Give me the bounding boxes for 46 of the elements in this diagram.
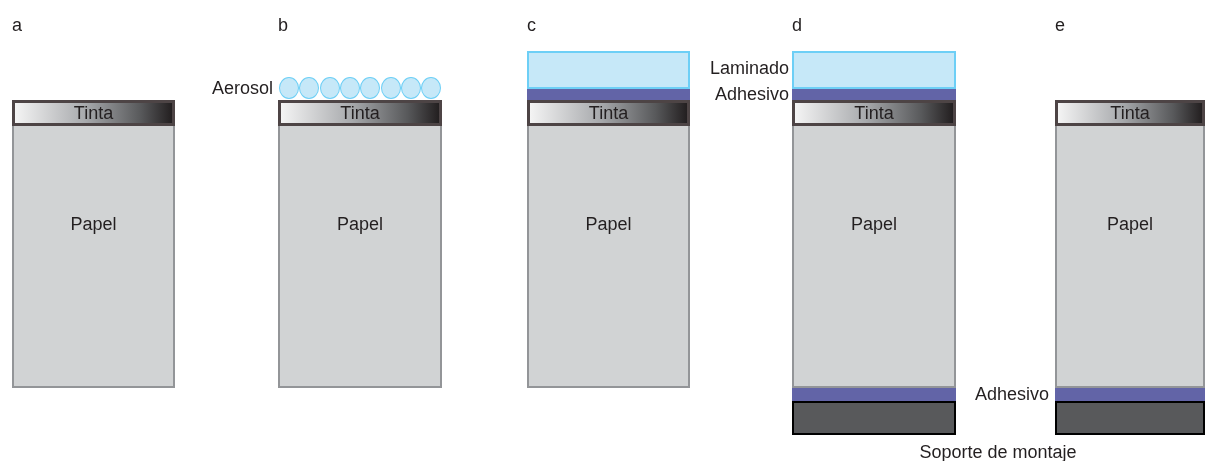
panel-letter: e	[1055, 15, 1065, 35]
ink-layer	[527, 100, 690, 126]
mounting-board	[1055, 401, 1205, 435]
aerosol-droplet	[380, 77, 401, 99]
layer-name: Adhesivo	[714, 84, 789, 104]
layer-label: Papel	[585, 214, 632, 234]
panel-letter: c	[527, 15, 536, 35]
layer-name: Adhesivo	[974, 384, 1049, 404]
aerosol-droplet	[279, 77, 299, 99]
layer-label: Papel	[850, 214, 897, 234]
aerosol-droplet	[339, 77, 360, 99]
laminate-layer	[527, 51, 690, 89]
layer-name: Soporte de montaje	[919, 442, 1077, 461]
layer-label: Papel	[70, 214, 117, 234]
paper-layer	[278, 126, 442, 388]
layer-label: Papel	[1106, 214, 1153, 234]
ink-layer	[1055, 100, 1205, 126]
ink-layer	[278, 100, 442, 126]
adhesive-layer	[792, 388, 956, 401]
layer-label: Tinta	[73, 103, 114, 123]
paper-layer	[1055, 126, 1205, 388]
layer-label: Tinta	[588, 103, 629, 123]
aerosol-droplet	[421, 77, 442, 99]
adhesive-layer	[527, 89, 690, 100]
layer-label: Papel	[336, 214, 383, 234]
ink-layer	[12, 100, 175, 126]
adhesive-layer	[792, 89, 956, 100]
ink-layer	[792, 100, 956, 126]
aerosol-droplet	[299, 77, 320, 99]
adhesive-layer	[1055, 388, 1205, 401]
aerosol-droplet	[360, 77, 381, 99]
laminate-layer	[792, 51, 956, 89]
paper-layer	[792, 126, 956, 388]
layer-label: Tinta	[854, 103, 894, 123]
paper-layer	[527, 126, 690, 388]
layer-label: Tinta	[340, 103, 380, 123]
panel-letter: b	[278, 15, 288, 35]
layer-label: Tinta	[1110, 103, 1150, 123]
panel-letter: d	[792, 15, 802, 35]
paper-layer	[12, 126, 175, 388]
aerosol-droplet	[400, 77, 421, 99]
layer-name: Laminado	[709, 58, 789, 78]
panel-letter: a	[12, 15, 22, 35]
layer-name: Aerosol	[211, 78, 273, 98]
aerosol-droplet	[319, 77, 340, 99]
mounting-board	[792, 401, 956, 435]
